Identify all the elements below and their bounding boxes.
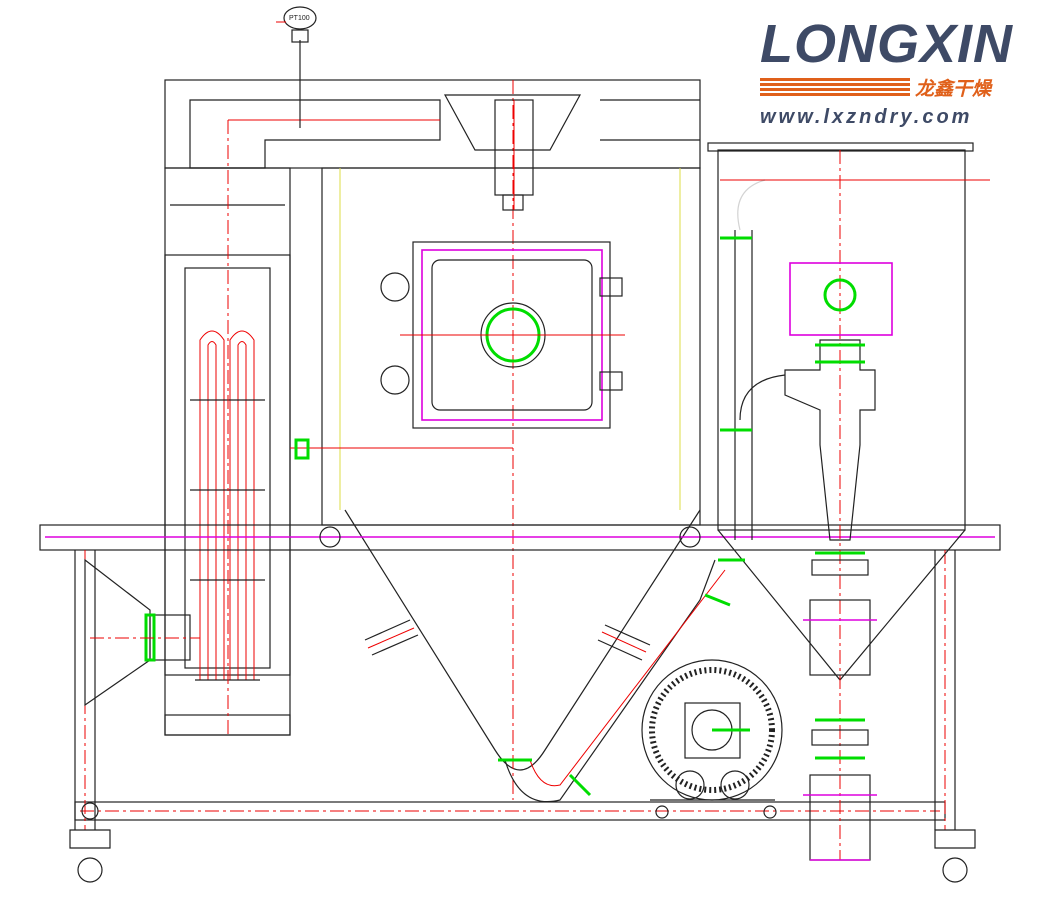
blower-fan-icon: [641, 659, 783, 819]
support-frame: [39, 524, 1001, 830]
caster-wheel-right-icon: [934, 829, 976, 883]
longxin-logo: LONGXIN 龙鑫干燥 www.lxzndry.com: [760, 14, 1035, 128]
logo-stripes: [760, 78, 910, 96]
pt100-temperature-sensor: PT100: [276, 6, 317, 128]
exhaust-ducts: [498, 179, 786, 803]
cyclone-cabinet: [707, 142, 990, 861]
sensor-label: PT100: [289, 15, 310, 22]
cone-ports: [364, 619, 651, 661]
atomizer-nozzle: [443, 94, 582, 211]
observation-window: [380, 241, 625, 429]
air-inlet-filter: [84, 558, 200, 707]
caster-wheel-left-icon: [69, 829, 111, 883]
top-hot-air-duct: [164, 79, 701, 169]
logo-brand: LONGXIN: [760, 14, 1014, 74]
drying-chamber: [290, 80, 701, 800]
logo-url: www.lxzndry.com: [760, 106, 973, 128]
heater-column: [164, 120, 291, 736]
logo-chinese: 龙鑫干燥: [915, 78, 992, 100]
